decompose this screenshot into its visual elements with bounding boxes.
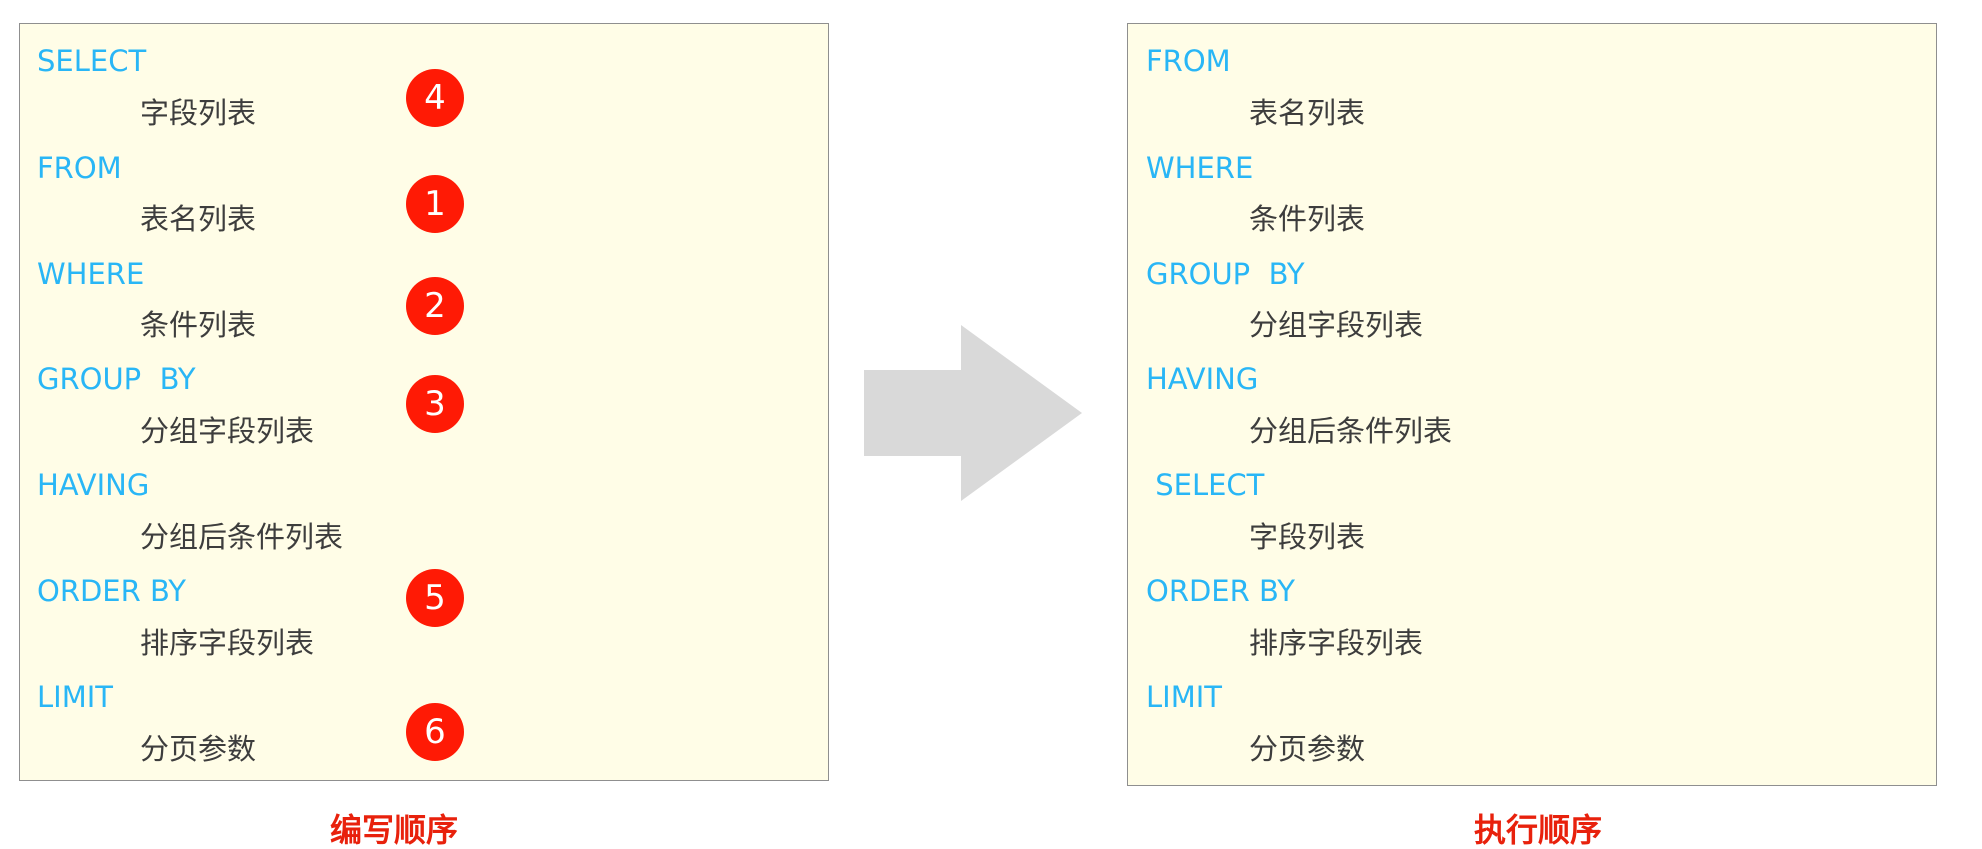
badge-select-order: 4	[406, 69, 464, 127]
right-desc-limit: 分页参数	[1249, 732, 1366, 766]
left-desc-select: 字段列表	[140, 96, 257, 130]
writing-order-panel: SELECT 字段列表 FROM 表名列表 WHERE 条件列表 GROUP B…	[19, 23, 829, 781]
left-desc-where: 条件列表	[140, 308, 257, 342]
right-arrow-icon	[864, 325, 1082, 501]
execution-order-caption: 执行顺序	[1474, 811, 1603, 849]
right-keyword-group-by: GROUP BY	[1146, 257, 1305, 291]
left-keyword-from: FROM	[37, 151, 122, 185]
badge-where-order: 2	[406, 277, 464, 335]
right-keyword-select: SELECT	[1146, 468, 1265, 502]
left-desc-group-by: 分组字段列表	[140, 414, 315, 448]
right-desc-where: 条件列表	[1249, 202, 1366, 236]
right-desc-group-by: 分组字段列表	[1249, 308, 1424, 342]
execution-order-panel: FROM 表名列表 WHERE 条件列表 GROUP BY 分组字段列表 HAV…	[1127, 23, 1937, 786]
right-desc-from: 表名列表	[1249, 96, 1366, 130]
left-desc-having: 分组后条件列表	[140, 520, 344, 554]
left-desc-order-by: 排序字段列表	[140, 626, 315, 660]
right-desc-select: 字段列表	[1249, 520, 1366, 554]
left-keyword-having: HAVING	[37, 468, 150, 502]
left-desc-from: 表名列表	[140, 202, 257, 236]
right-keyword-order-by: ORDER BY	[1146, 574, 1296, 608]
badge-from-order: 1	[406, 175, 464, 233]
badge-order-by-order: 5	[406, 569, 464, 627]
writing-order-caption: 编写顺序	[330, 811, 459, 849]
left-keyword-group-by: GROUP BY	[37, 362, 196, 396]
right-keyword-having: HAVING	[1146, 362, 1259, 396]
badge-group-by-order: 3	[406, 375, 464, 433]
left-keyword-limit: LIMIT	[37, 680, 113, 714]
right-keyword-limit: LIMIT	[1146, 680, 1222, 714]
badge-limit-order: 6	[406, 703, 464, 761]
right-desc-order-by: 排序字段列表	[1249, 626, 1424, 660]
right-keyword-where: WHERE	[1146, 151, 1254, 185]
left-keyword-select: SELECT	[37, 44, 147, 78]
right-desc-having: 分组后条件列表	[1249, 414, 1453, 448]
left-keyword-order-by: ORDER BY	[37, 574, 187, 608]
left-keyword-where: WHERE	[37, 257, 145, 291]
right-keyword-from: FROM	[1146, 44, 1231, 78]
left-desc-limit: 分页参数	[140, 732, 257, 766]
